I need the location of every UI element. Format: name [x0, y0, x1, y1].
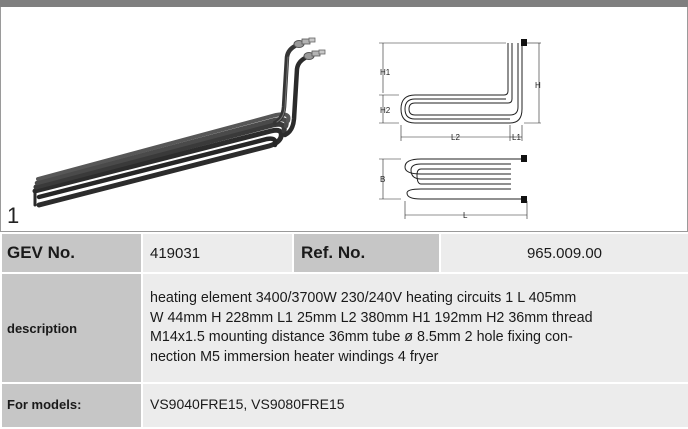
gev-label: GEV No. — [0, 232, 143, 274]
models-value: VS9040FRE15, VS9080FRE15 — [141, 382, 688, 429]
gev-value: 419031 — [141, 232, 294, 274]
description-line: heating element 3400/3700W 230/240V heat… — [150, 290, 577, 306]
header-bar — [0, 0, 688, 7]
dim-label-h2: H2 — [380, 106, 391, 115]
dim-label-h: H — [535, 81, 541, 90]
terminal-fittings — [293, 37, 326, 60]
models-row: For models: VS9040FRE15, VS9080FRE15 — [0, 382, 688, 429]
description-line: M14x1.5 mounting distance 36mm tube ø 8.… — [150, 329, 573, 345]
terminal-mark-lower — [521, 196, 527, 203]
terminal-top-mark — [521, 39, 527, 46]
description-line: nection M5 immersion heater windings 4 f… — [150, 348, 439, 365]
models-label: For models: — [0, 382, 143, 429]
description-row: description heating element 3400/3700W 2… — [0, 272, 688, 384]
gev-row: GEV No. 419031 Ref. No. 965.009.00 — [0, 232, 688, 274]
description-text: heating element 3400/3700W 230/240V heat… — [141, 272, 688, 384]
dim-label-l1: L1 — [512, 133, 521, 142]
ref-label: Ref. No. — [292, 232, 441, 274]
dim-label-l2: L2 — [451, 133, 460, 142]
dim-label-h1: H1 — [380, 68, 391, 77]
product-image-panel: 1 H1 H2 H L2 L1 — [0, 7, 688, 232]
dim-label-l: L — [463, 211, 468, 220]
description-line: W 44mm H 228mm L1 25mm L2 380mm H1 192mm… — [150, 309, 593, 326]
technical-drawing: H1 H2 H L2 L1 B L — [379, 39, 541, 220]
heating-element-illustration — [32, 37, 326, 208]
figure-number: 1 — [7, 203, 20, 228]
ref-value: 965.009.00 — [439, 232, 688, 274]
dim-label-b: B — [380, 175, 385, 184]
spec-table: GEV No. 419031 Ref. No. 965.009.00 descr… — [0, 232, 688, 429]
terminal-mark-upper — [521, 155, 527, 162]
description-label: description — [0, 272, 143, 384]
